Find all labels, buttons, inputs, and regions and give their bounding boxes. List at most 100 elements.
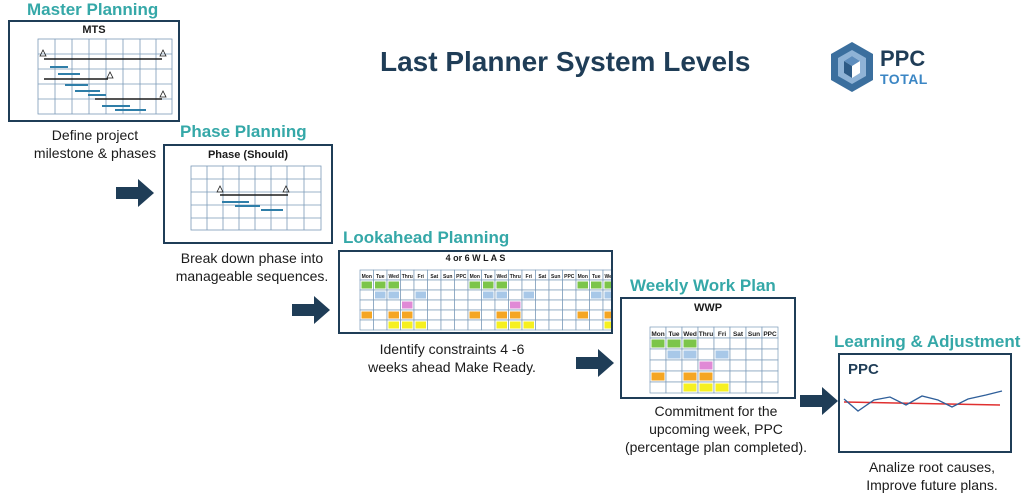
stage-description-phase-planning: Break down phase into manageable sequenc… — [160, 249, 344, 285]
stage-title-weekly-work-plan: Weekly Work Plan — [630, 276, 776, 295]
task-block — [361, 311, 372, 319]
master-planning-chart: MTS — [8, 20, 180, 122]
day-label: Tue — [592, 274, 601, 280]
task-block — [683, 350, 697, 359]
flow-arrow-icon — [800, 386, 840, 416]
day-label: Fri — [526, 274, 533, 280]
wwp-chart-label: WWP — [693, 302, 723, 314]
stage-description-weekly-work-plan: Commitment for the upcoming week, PPC (p… — [604, 402, 828, 456]
master-chart-label: MTS — [82, 24, 106, 36]
task-block — [415, 291, 426, 299]
task-block — [361, 281, 372, 289]
description-line: Define project — [51, 127, 139, 143]
ppc-total-hexagon-logo-icon — [831, 42, 873, 92]
day-label: Fri — [718, 331, 727, 338]
task-block — [715, 350, 729, 359]
milestone-icon — [39, 49, 47, 57]
day-label: Sat — [430, 274, 438, 280]
master-gantt-grid — [37, 38, 173, 115]
task-block — [483, 291, 494, 299]
phase-planning-chart: Phase (Should) — [163, 144, 333, 244]
milestone-icon — [282, 185, 290, 193]
task-block — [591, 281, 602, 289]
task-block — [683, 372, 697, 381]
task-block — [510, 301, 521, 309]
milestone-icon — [159, 90, 167, 98]
stage-description-learning-adjustment: Analize root causes, Improve future plan… — [852, 458, 1012, 494]
page-title: Last Planner System Levels — [380, 46, 751, 77]
stage-title-master-planning: Master Planning — [27, 0, 159, 19]
task-block — [496, 291, 507, 299]
description-line: Commitment for the — [654, 403, 778, 419]
flow-arrow-icon — [292, 295, 332, 325]
task-block — [683, 383, 697, 392]
task-block — [483, 281, 494, 289]
day-label: Sun — [443, 274, 452, 280]
day-label: Sun — [748, 331, 760, 338]
day-label: Tue — [484, 274, 493, 280]
description-line: (percentage plan completed). — [624, 439, 808, 455]
description-line: Analize root causes, — [868, 459, 996, 475]
task-block — [402, 321, 413, 329]
day-label: Tue — [668, 331, 679, 338]
task-block — [415, 321, 426, 329]
day-label: Sat — [733, 331, 744, 338]
task-block — [651, 339, 665, 348]
task-block — [667, 350, 681, 359]
day-label: Sun — [551, 274, 560, 280]
task-block — [496, 281, 507, 289]
task-block — [715, 383, 729, 392]
stage-description-lookahead-planning: Identify constraints 4 -6 weeks ahead Ma… — [352, 340, 552, 376]
task-block — [375, 281, 386, 289]
task-block — [402, 301, 413, 309]
task-block — [667, 339, 681, 348]
ppc-chart: PPC — [838, 353, 1012, 453]
stage-title-phase-planning: Phase Planning — [180, 122, 307, 141]
day-label: PPC — [564, 274, 575, 280]
phase-gantt-grid — [190, 165, 322, 231]
stage-description-master-planning: Define project milestone & phases — [6, 126, 184, 162]
milestone-icon — [159, 49, 167, 57]
task-block — [604, 291, 611, 299]
description-line: weeks ahead Make Ready. — [368, 359, 536, 375]
description-line: manageable sequences. — [175, 268, 329, 284]
task-block — [469, 311, 480, 319]
task-block — [469, 281, 480, 289]
description-line: Improve future plans. — [866, 477, 998, 493]
day-label: Thru — [402, 274, 413, 280]
day-label: Thru — [510, 274, 521, 280]
task-block — [577, 311, 588, 319]
day-label: Wed — [605, 274, 611, 280]
task-block — [604, 321, 611, 329]
task-block — [496, 321, 507, 329]
task-block — [604, 281, 611, 289]
ppc-trend-plot — [843, 390, 1003, 412]
milestone-icon — [216, 185, 224, 193]
day-label: Wed — [389, 274, 399, 280]
flow-arrow-icon — [576, 348, 616, 378]
description-line: milestone & phases — [33, 145, 157, 161]
task-block — [375, 291, 386, 299]
ppc-trend-line — [843, 390, 1003, 412]
task-block — [496, 311, 507, 319]
task-block — [604, 311, 611, 319]
day-label: Mon — [578, 274, 588, 280]
day-label: Sat — [538, 274, 546, 280]
task-block — [699, 372, 713, 381]
day-label: Wed — [497, 274, 507, 280]
logo-text-ppc: PPC — [880, 46, 926, 71]
task-block — [510, 321, 521, 329]
lookahead-chart-label: 4 or 6 W L A S — [445, 253, 506, 263]
task-block — [577, 281, 588, 289]
day-label: Wed — [683, 331, 697, 338]
stage-title-learning-adjustment: Learning & Adjustment — [834, 332, 1021, 351]
ppc-chart-label: PPC — [848, 361, 879, 378]
task-block — [523, 321, 534, 329]
